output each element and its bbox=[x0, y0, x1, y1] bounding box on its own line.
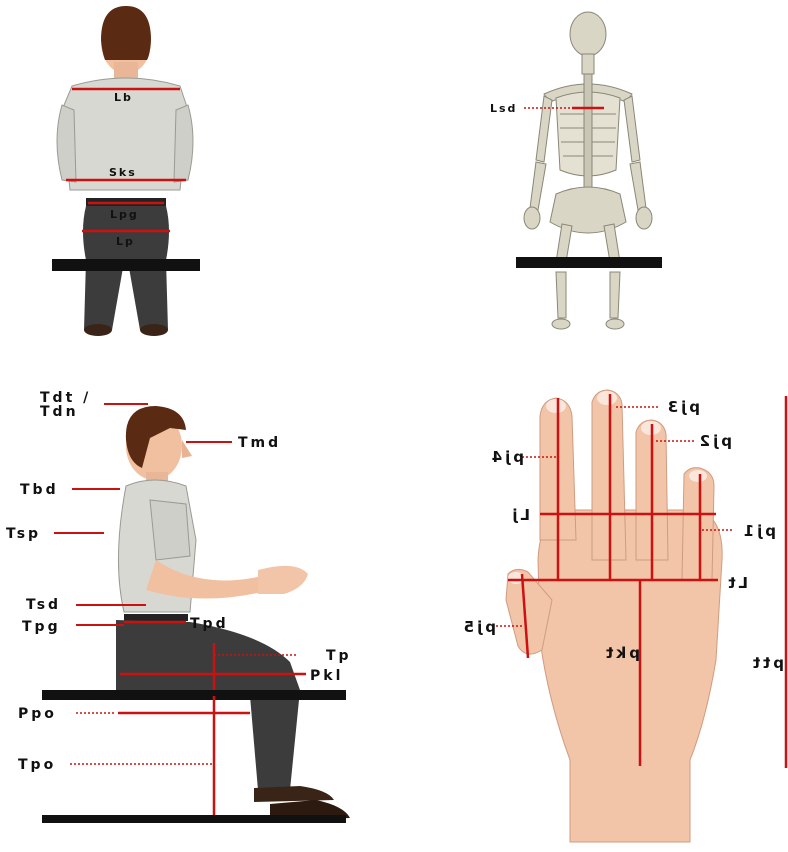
nail-1 bbox=[689, 470, 707, 482]
lt-label: Lt bbox=[725, 574, 748, 592]
nail-4 bbox=[546, 399, 566, 413]
pj5-label: pj5 bbox=[461, 618, 496, 636]
pkt-label: pkt bbox=[603, 644, 640, 662]
pj2-label: pj2 bbox=[697, 432, 732, 450]
pj1-label: pj1 bbox=[741, 522, 776, 540]
finger-1 bbox=[682, 468, 714, 580]
lj-label: Lj bbox=[509, 506, 530, 524]
nail-3 bbox=[597, 391, 617, 405]
ptt-label: ptt bbox=[750, 654, 784, 672]
pj3-label: pj3 bbox=[665, 398, 700, 416]
pj4-label: pj4 bbox=[489, 448, 524, 466]
